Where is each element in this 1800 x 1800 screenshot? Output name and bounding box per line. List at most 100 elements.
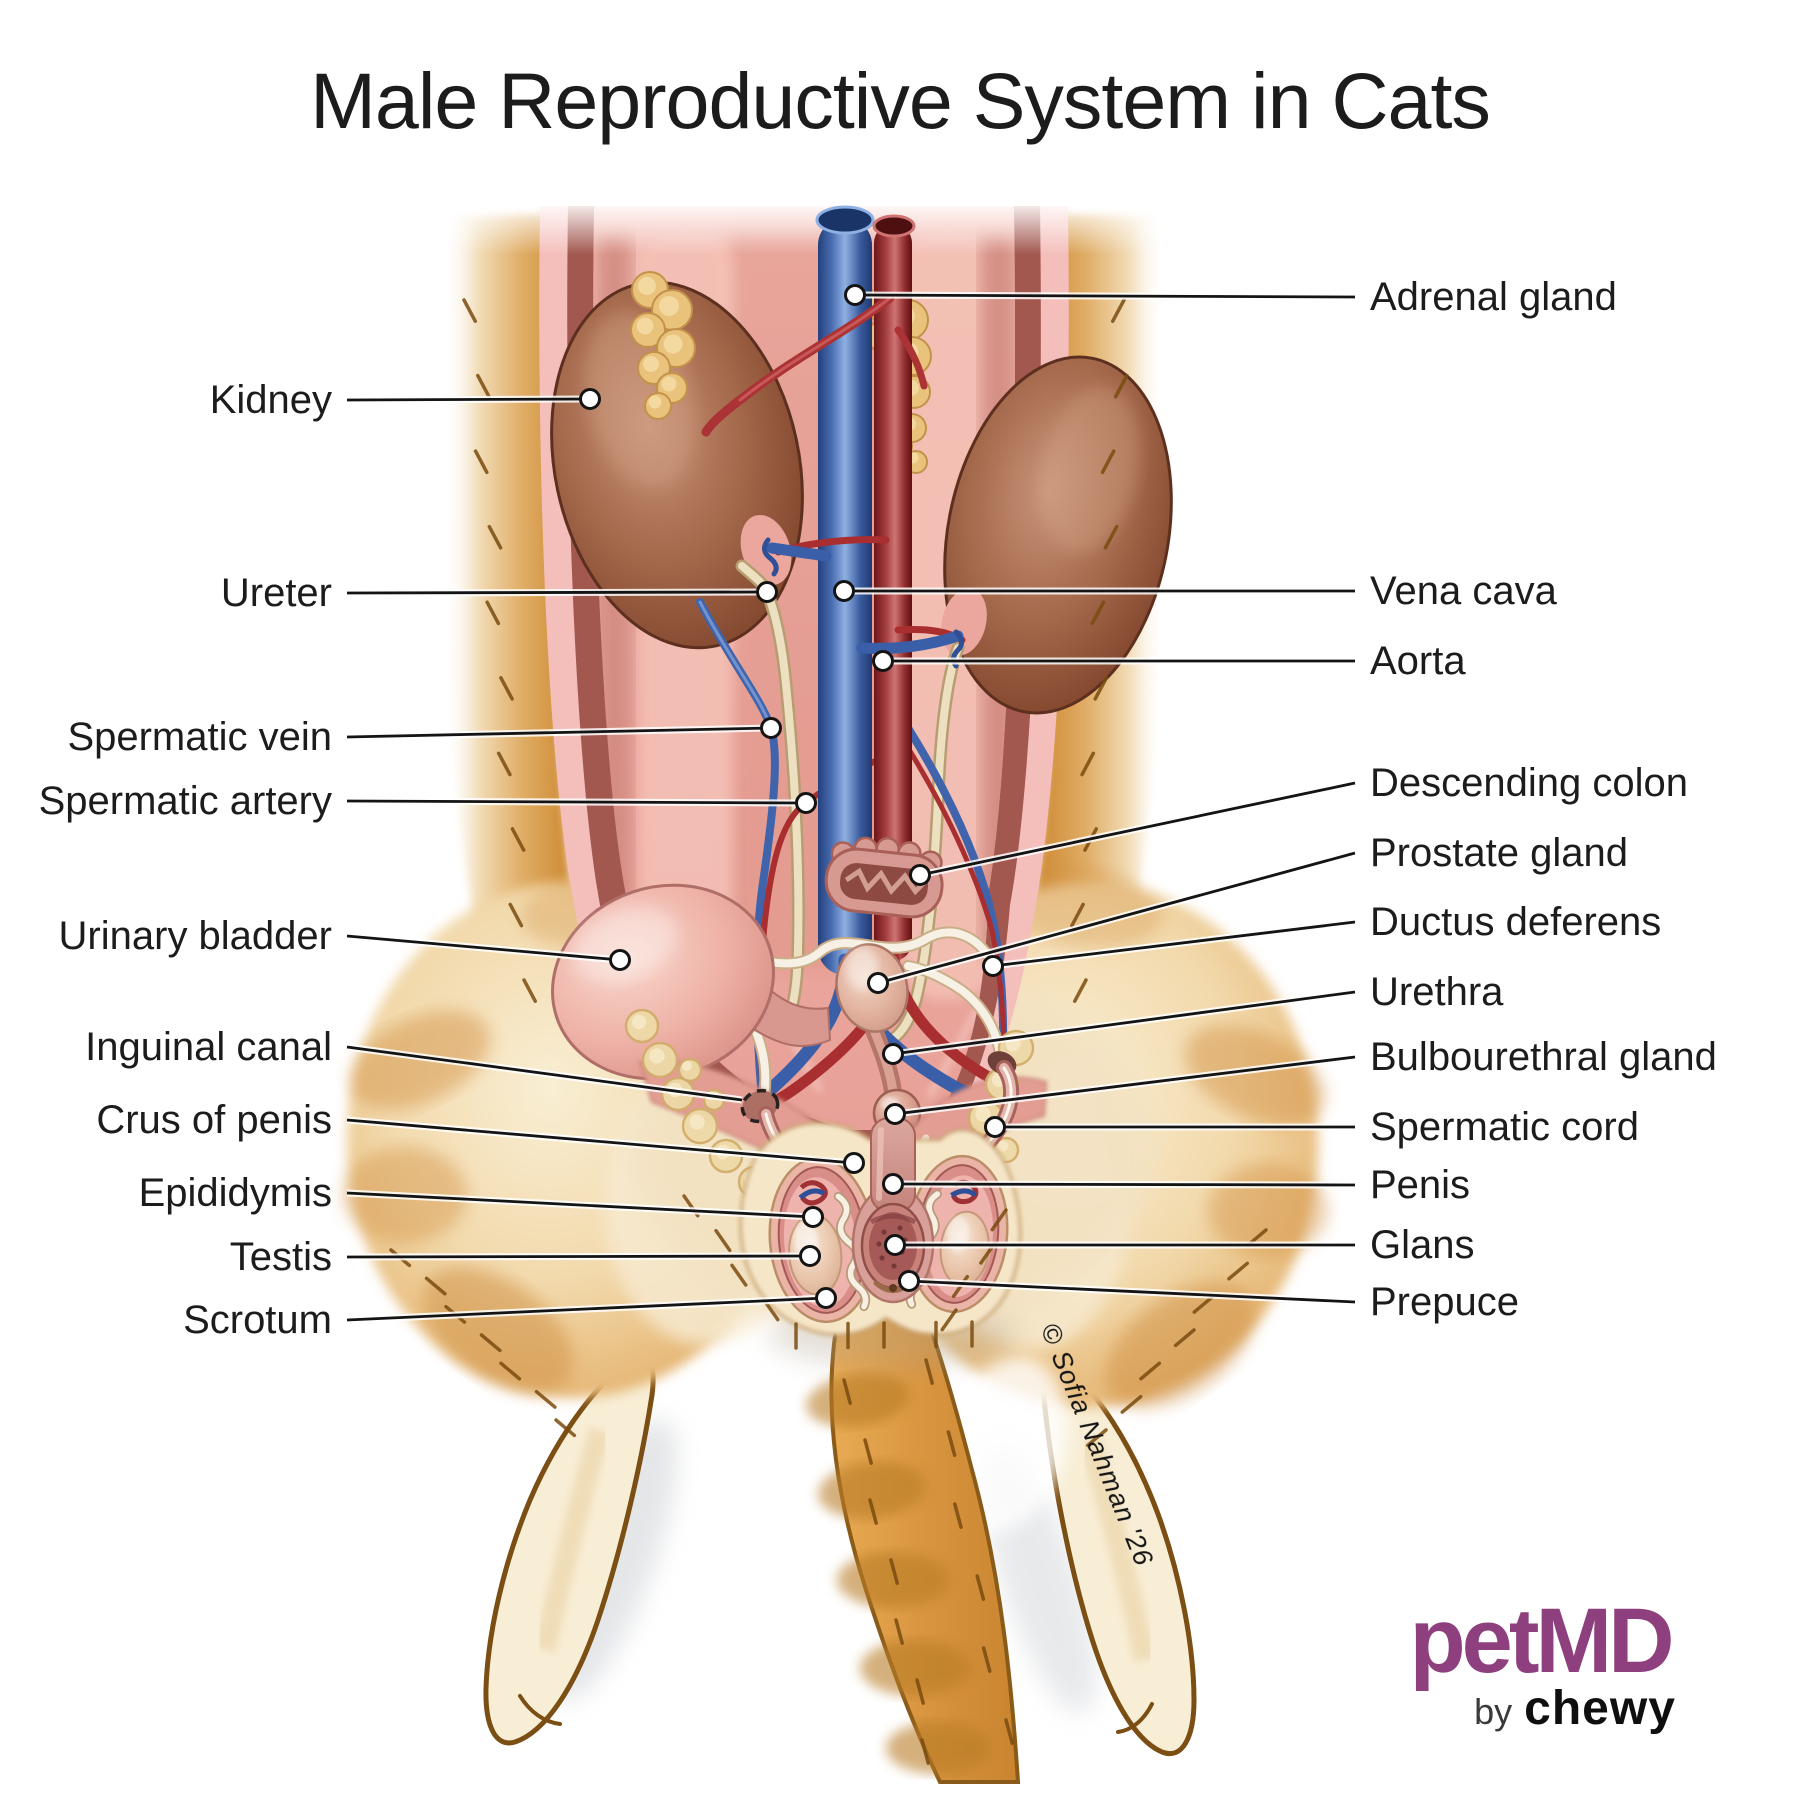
label-group-bulbourethral-gland: Bulbourethral gland (884, 1035, 1717, 1125)
right-paw-toe-line (1116, 1702, 1154, 1734)
fur-tick (499, 676, 514, 701)
anchor-dot-vena-cava (833, 580, 855, 602)
anchor-dot-ductus-deferens (982, 955, 1004, 977)
leader-line-bulbourethral-gland (894, 1055, 1356, 1116)
petmd-logo: petMD (1409, 1590, 1671, 1692)
fur-tick (940, 1308, 958, 1332)
label-group-ductus-deferens: Ductus deferens (982, 900, 1661, 977)
fur-tick (1192, 1294, 1215, 1314)
renal-vessels (701, 293, 966, 669)
leader-line-urinary-bladder (346, 934, 621, 962)
left-flank-fur (443, 212, 600, 1062)
anchor-dot-bulbourethral-gland (884, 1103, 906, 1125)
fur-tick (842, 1378, 852, 1405)
label-ureter: Ureter (221, 571, 332, 615)
anchor-dot-penis (882, 1173, 904, 1195)
leader-line-spermatic-vein (346, 726, 772, 739)
label-group-spermatic-cord: Spermatic cord (984, 1105, 1639, 1149)
anchor-dot-spermatic-artery (795, 792, 817, 814)
leader-line-epididymis (346, 1191, 814, 1219)
fat-lump-highlight (682, 1061, 692, 1071)
fat-lump-highlight (631, 1014, 647, 1030)
fur-tick (485, 600, 501, 626)
left-hind-leg (483, 1346, 656, 1746)
label-scrotum: Scrotum (183, 1298, 332, 1342)
fur-tick (1072, 978, 1088, 1003)
label-group-aorta: Aorta (872, 639, 1466, 683)
anchor-dot-prostate-gland (867, 972, 889, 994)
adrenal-bump-highlight (663, 334, 683, 354)
fur-tick (473, 449, 489, 475)
leader-line-ductus-deferens (992, 920, 1356, 968)
fur-tick (1173, 1328, 1196, 1348)
fur-tick (1085, 1428, 1108, 1448)
fur-tick (1093, 676, 1109, 701)
anchor-dot-adrenal-gland (844, 284, 866, 306)
label-spermatic-cord: Spermatic cord (1370, 1105, 1639, 1149)
label-urinary-bladder: Urinary bladder (59, 914, 332, 958)
fur-tick (1227, 1261, 1250, 1281)
label-epididymis: Epididymis (139, 1171, 332, 1215)
anchor-dot-kidney (579, 388, 601, 410)
fur-tick (920, 1738, 930, 1765)
fur-tick (714, 1228, 732, 1253)
adrenal-bump-highlight (659, 296, 679, 316)
fur-tick (1110, 298, 1126, 323)
fur-tick (510, 827, 526, 852)
scrotal-sac-left (768, 1156, 876, 1324)
fur-texture-strokes (389, 298, 1268, 1765)
label-descending-colon: Descending colon (1370, 761, 1688, 805)
fur-tick (462, 298, 478, 323)
descending-colon-illustration (824, 836, 944, 919)
fur-tick (1103, 524, 1119, 550)
fur-tick (479, 1333, 502, 1353)
fur-tick (496, 751, 512, 777)
fur-tick (487, 524, 503, 550)
petmd-logo-md: MD (1535, 1590, 1671, 1692)
leader-line-penis (892, 1182, 1356, 1187)
label-group-spermatic-vein: Spermatic vein (67, 715, 782, 759)
fur-tick (1113, 373, 1129, 399)
label-ductus-deferens: Ductus deferens (1370, 900, 1661, 944)
anchor-dot-ureter (756, 581, 778, 603)
fur-tick (508, 902, 524, 928)
leader-line-scrotum (346, 1296, 827, 1322)
label-crus-of-penis: Crus of penis (96, 1098, 332, 1142)
label-group-scrotum: Scrotum (183, 1287, 837, 1342)
fur-tick (476, 373, 491, 399)
anchor-dot-urethra (882, 1043, 904, 1065)
fur-tick (975, 1574, 986, 1601)
fat-lump-highlight (997, 1140, 1009, 1152)
anchor-dot-epididymis (802, 1206, 824, 1228)
label-group-urinary-bladder: Urinary bladder (59, 914, 631, 971)
left-paw-toe-line (518, 1694, 562, 1726)
page-title: Male Reproductive System in Cats (310, 56, 1490, 145)
fur-tick (981, 1646, 992, 1673)
adrenal-bump-highlight (636, 317, 654, 335)
fur-tick (894, 1618, 904, 1645)
tail (806, 1292, 1021, 1784)
anchor-dot-testis (799, 1245, 821, 1267)
label-group-kidney: Kidney (210, 378, 601, 422)
anchor-dot-crus-of-penis (843, 1152, 865, 1174)
fur-tick (1100, 449, 1116, 475)
fur-tick (990, 1208, 1008, 1232)
leader-line-crus-of-penis (346, 1118, 855, 1165)
label-penis: Penis (1370, 1163, 1470, 1207)
kidney-right-illustration (941, 355, 1173, 715)
adrenal-bump-highlight (661, 376, 677, 392)
leader-line-prostate-gland (877, 851, 1356, 985)
petmd-logo-pet: pet (1409, 1590, 1538, 1692)
fur-tick (1004, 1718, 1014, 1745)
label-group-descending-colon: Descending colon (909, 761, 1688, 886)
anchor-dot-glans (884, 1234, 906, 1256)
leader-line-spermatic-artery (346, 799, 807, 805)
fur-tick (730, 1263, 748, 1287)
fur-tick (1120, 1394, 1143, 1414)
anchor-dot-prepuce (898, 1270, 920, 1292)
urinary-bladder-illustration (551, 883, 832, 1081)
label-prepuce: Prepuce (1370, 1280, 1519, 1324)
label-group-inguinal-canal: Inguinal canal (85, 1025, 743, 1104)
